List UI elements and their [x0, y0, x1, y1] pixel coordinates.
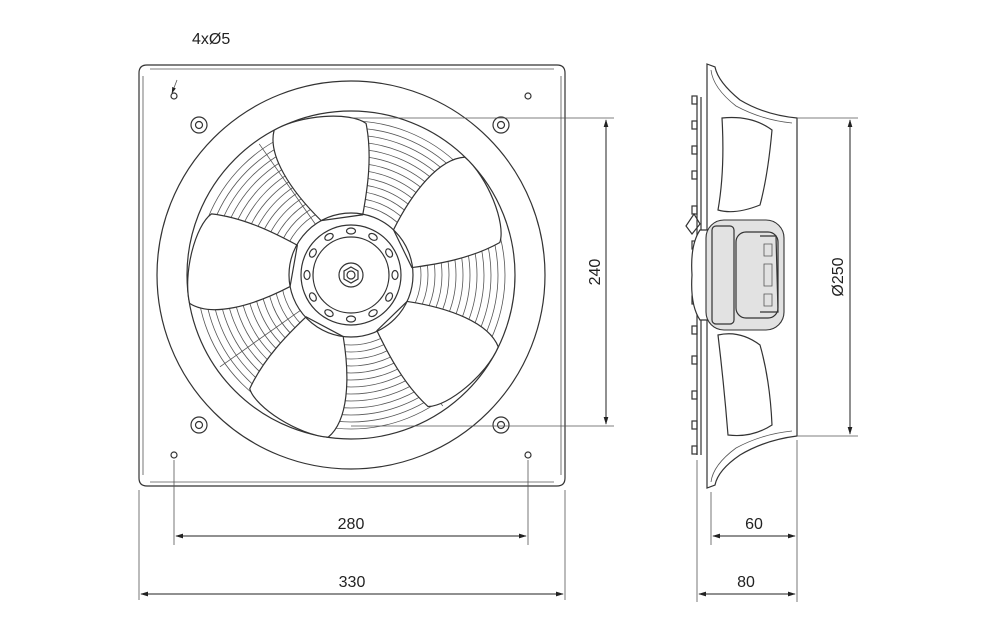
height-label: 240 [587, 259, 604, 286]
fan-blade [187, 213, 299, 311]
hub-bolt [391, 269, 399, 281]
hub-bolt [345, 227, 357, 235]
fan-blades [187, 115, 502, 438]
hub-bolt [385, 248, 394, 258]
side-dimensions: Ø250 60 80 [696, 117, 858, 602]
flange-bolt [691, 170, 698, 180]
side-blade-bottom [717, 333, 773, 437]
flange-bolt [691, 325, 698, 335]
hub-bolt [385, 292, 394, 302]
side-blade-top [717, 116, 773, 213]
flange-bolt [691, 420, 698, 430]
depth-60-label: 60 [745, 516, 763, 533]
fan-blade [272, 115, 370, 222]
hub-bolt [308, 292, 317, 302]
front-dimensions: 4xØ5 280 330 240 [138, 31, 614, 600]
mounting-hole [524, 451, 532, 459]
mounting-plate-inner-edge [142, 68, 562, 483]
motor-body [705, 219, 785, 331]
hub-bolt [324, 232, 334, 241]
hub-bolt [368, 309, 378, 318]
mounting-plate [138, 64, 566, 487]
flange-bolt [691, 120, 698, 130]
hub-bolt [368, 232, 378, 241]
flange-bolt [691, 145, 698, 155]
outer-ring [156, 80, 546, 470]
hub-bolt [308, 248, 317, 258]
hub-bolt [324, 309, 334, 318]
side-view [685, 63, 798, 489]
diameter-label: Ø250 [830, 257, 847, 296]
hole-spacing-label: 280 [338, 516, 365, 533]
flange-bolt [691, 390, 698, 400]
holes-label: 4xØ5 [192, 31, 230, 48]
grille-spoke [219, 310, 301, 368]
fan-blade [392, 156, 502, 269]
mounting-hole [524, 92, 532, 100]
flange-bolt [691, 355, 698, 365]
motor-hub [288, 212, 414, 338]
hub-bolt [303, 269, 311, 281]
flange-bolt [691, 95, 698, 105]
fan-blade [249, 316, 348, 438]
outer-ring-inner-edge [186, 110, 516, 440]
hub-bolt [345, 315, 357, 323]
flange-bolt [691, 445, 698, 455]
front-view [138, 64, 566, 487]
depth-80-label: 80 [737, 574, 755, 591]
grille-spoke [258, 143, 316, 225]
mounting-hole [170, 451, 178, 459]
flange-bolt [691, 205, 698, 215]
mounting-holes [170, 92, 532, 459]
grille-bolts [190, 116, 510, 434]
plate-width-label: 330 [339, 574, 366, 591]
fan-blade [376, 300, 499, 408]
mounting-hole [170, 92, 178, 100]
